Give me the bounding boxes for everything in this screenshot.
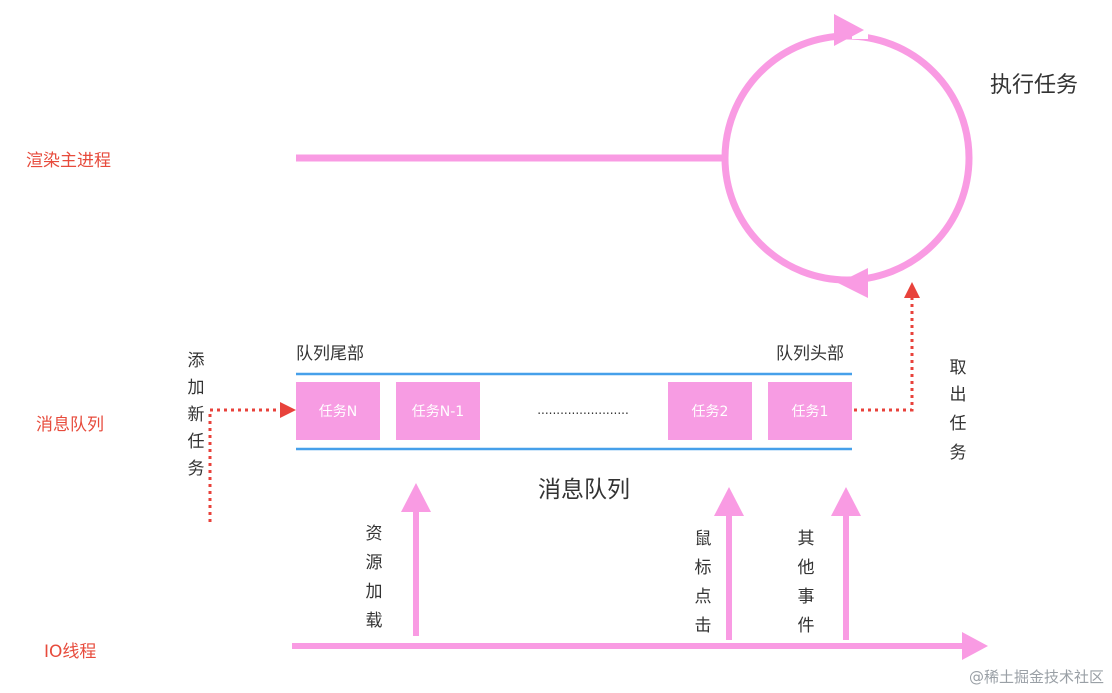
svg-text:任: 任 — [950, 414, 967, 434]
svg-text:鼠: 鼠 — [695, 529, 712, 549]
task-label-n-1: 任务N-1 — [412, 404, 464, 420]
svg-text:件: 件 — [798, 616, 815, 636]
svg-text:他: 他 — [798, 558, 815, 578]
resource-arrowhead — [401, 483, 431, 512]
task-box-1 — [768, 382, 852, 440]
add-task-arrowhead — [280, 402, 296, 418]
task-box-n-1 — [396, 382, 480, 440]
loop-label: 执行任务 — [990, 73, 1078, 98]
svg-text:务: 务 — [188, 459, 205, 479]
svg-text:源: 源 — [366, 553, 383, 573]
svg-text:资: 资 — [366, 524, 383, 544]
loop-arrow-top — [834, 14, 864, 46]
lane-label-render: 渲染主进程 — [26, 151, 111, 171]
svg-text:其: 其 — [798, 529, 815, 549]
svg-text:新: 新 — [188, 405, 205, 425]
io-thread-arrowhead — [962, 632, 988, 660]
lane-label-queue: 消息队列 — [36, 415, 104, 435]
queue-head-label: 队列头部 — [776, 344, 844, 364]
task-label-2: 任务2 — [692, 404, 729, 420]
svg-text:标: 标 — [695, 558, 712, 578]
task-box-n — [296, 382, 380, 440]
resource-load-label: 资 源 加 载 — [366, 524, 383, 631]
take-task-label: 取 出 任 务 — [950, 358, 967, 463]
svg-text:击: 击 — [695, 616, 712, 636]
task-label-n: 任务N — [319, 404, 357, 420]
task-label-1: 任务1 — [792, 404, 829, 420]
mouse-click-label: 鼠 标 点 击 — [695, 529, 712, 636]
take-task-arrowhead — [904, 282, 920, 298]
loop-arrow-bottom — [838, 268, 868, 298]
event-loop-circle — [721, 32, 973, 284]
svg-text:添: 添 — [188, 351, 205, 371]
svg-text:务: 务 — [950, 443, 967, 463]
svg-text:事: 事 — [798, 587, 815, 607]
other-events-label: 其 他 事 件 — [798, 529, 815, 636]
svg-text:任: 任 — [188, 432, 205, 452]
svg-text:加: 加 — [188, 378, 205, 398]
svg-text:加: 加 — [366, 582, 383, 602]
svg-text:点: 点 — [695, 587, 712, 607]
queue-tail-label: 队列尾部 — [296, 344, 364, 364]
other-arrowhead — [831, 487, 861, 516]
svg-text:取: 取 — [950, 358, 967, 378]
lane-label-io: IO线程 — [44, 642, 96, 662]
add-task-label: 添 加 新 任 务 — [188, 351, 205, 479]
add-task-dotted-line — [208, 408, 282, 522]
mouse-arrowhead — [714, 487, 744, 516]
svg-text:出: 出 — [950, 385, 967, 405]
queue-center-label: 消息队列 — [538, 477, 630, 503]
take-task-dotted-line — [854, 298, 914, 412]
watermark-text: @稀土掘金技术社区 — [969, 668, 1104, 686]
svg-text:载: 载 — [366, 611, 383, 631]
task-box-2 — [668, 382, 752, 440]
queue-ellipsis: ........................ — [537, 403, 629, 417]
